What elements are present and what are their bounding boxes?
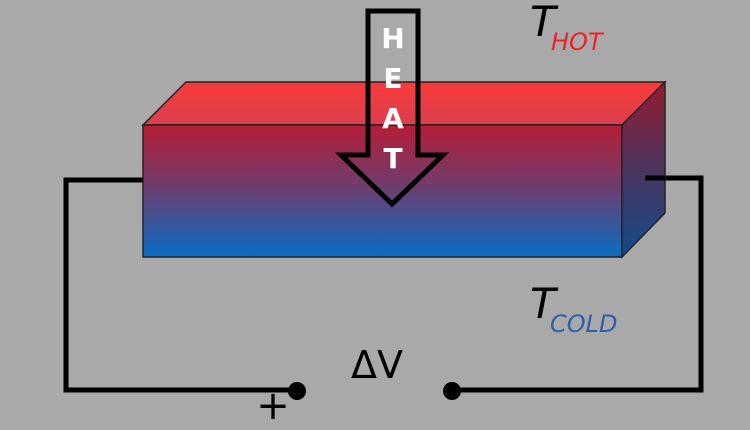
t-hot-subscript: HOT: [551, 28, 605, 56]
bar-front-face: [142, 124, 623, 258]
heat-letter: H: [381, 22, 404, 55]
bar-side-face: [621, 80, 666, 259]
t-cold-subscript: COLD: [550, 310, 618, 338]
bar-top-face: [141, 81, 667, 126]
voltage-label: ΔV: [351, 343, 403, 387]
left-wire: [63, 177, 297, 393]
heat-arrow: [334, 8, 450, 208]
heat-letter: T: [383, 142, 402, 175]
positive-terminal: [443, 382, 461, 400]
heat-letter: E: [383, 62, 402, 95]
thermoelectric-bar: [141, 80, 667, 259]
t-hot-symbol: T: [530, 0, 559, 46]
right-wire: [452, 175, 704, 393]
plus-sign: +: [256, 383, 290, 429]
t-cold-symbol: T: [530, 279, 559, 328]
heat-arrow-label: H E A T: [381, 22, 404, 175]
negative-terminal: [288, 382, 306, 400]
heat-letter: A: [382, 102, 404, 135]
